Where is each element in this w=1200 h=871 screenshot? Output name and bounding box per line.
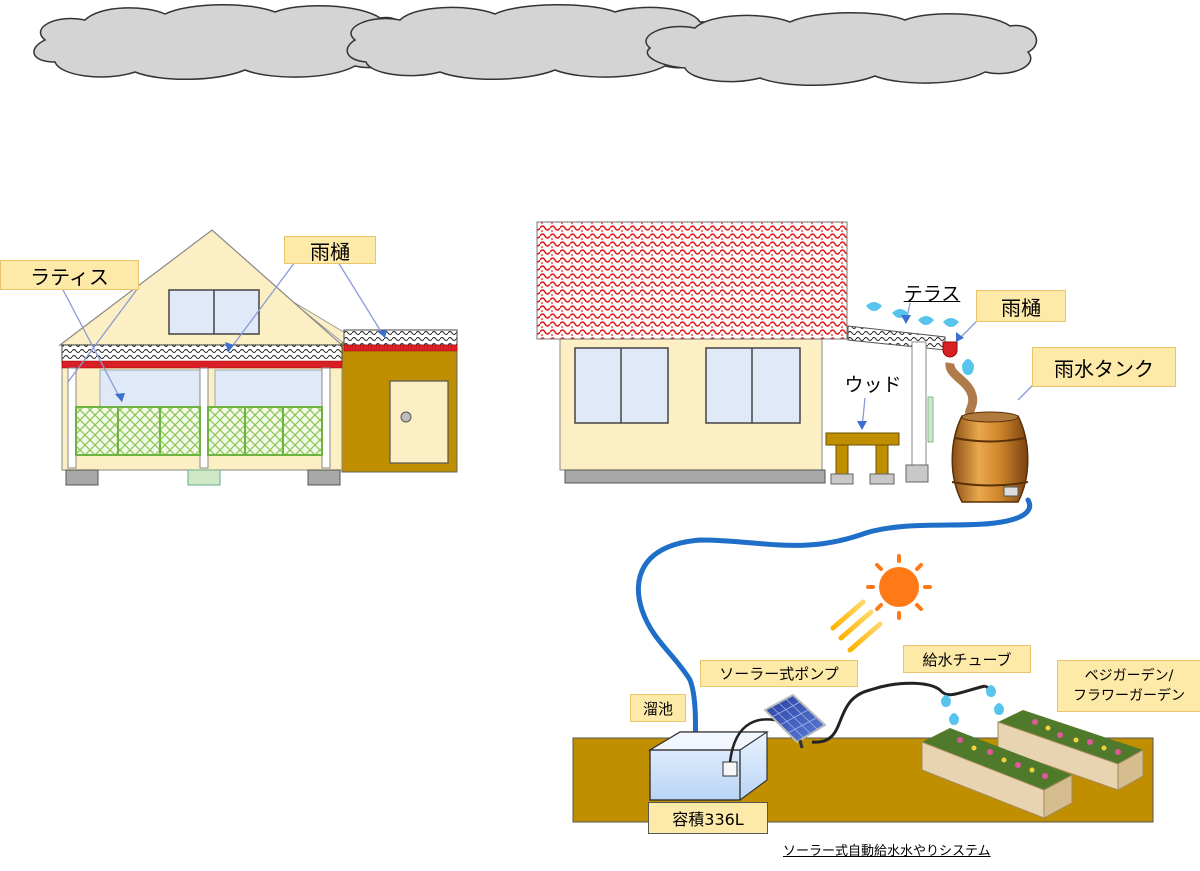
leader-arrows [61, 261, 1034, 430]
water-drops [866, 302, 974, 375]
sun-icon [830, 554, 932, 653]
lattice [75, 406, 323, 456]
label-reservoir: 溜池 [630, 694, 686, 722]
garden-drops [941, 685, 1004, 725]
diagram-caption: ソーラー式自動給水水やりシステム [783, 844, 991, 859]
house-left [58, 229, 458, 486]
roof [536, 221, 848, 340]
label-supply-tube: 給水チューブ [903, 645, 1031, 673]
label-garden: ベジガーデン/ フラワーガーデン [1057, 660, 1200, 712]
reservoir [647, 731, 769, 801]
label-gutter-right: 雨樋 [976, 290, 1066, 322]
label-terrace: テラス [903, 282, 961, 305]
rain-streaks [60, 100, 982, 265]
label-capacity: 容積336L [648, 802, 768, 834]
supply-hose [635, 497, 1033, 778]
house-right [536, 221, 958, 485]
garden-beds [921, 710, 1144, 819]
cloud-right [645, 11, 1038, 87]
wood-bench [825, 432, 900, 485]
label-solar-pump: ソーラー式ポンプ [700, 660, 858, 687]
gutter-right [942, 341, 958, 358]
label-wood: ウッド [844, 373, 902, 396]
solar-panel-icon [763, 693, 827, 749]
label-lattice: ラティス [0, 260, 139, 290]
terrace-roof [847, 325, 946, 351]
rain-tank [945, 362, 1029, 503]
door-knob [400, 411, 412, 423]
supply-tube [811, 681, 986, 744]
door [389, 380, 449, 464]
label-rain-tank: 雨水タンク [1032, 347, 1176, 387]
cloud-left [33, 3, 405, 81]
label-gutter-left: 雨樋 [284, 236, 376, 264]
